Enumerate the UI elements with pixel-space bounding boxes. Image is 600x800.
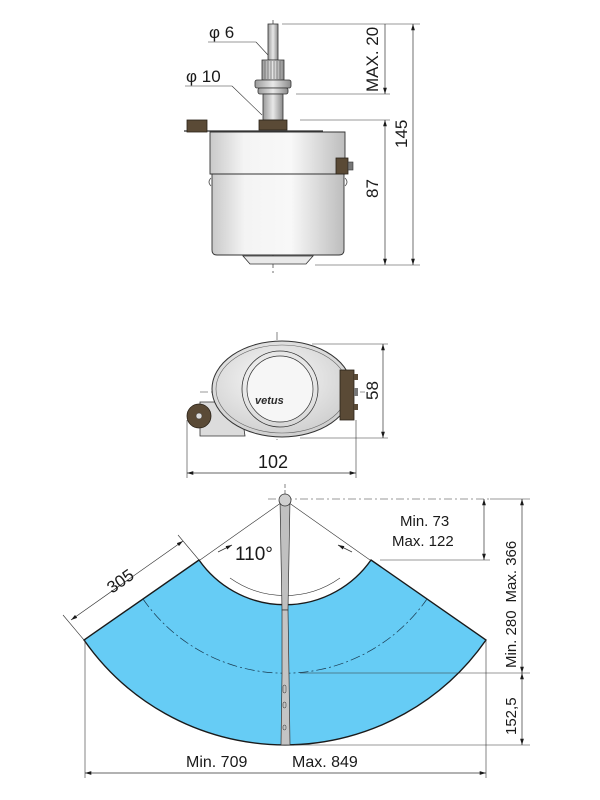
wiper-sweep-view: 110° 305 Min. 73 Max. 122 Min. 280Max. 3… <box>62 484 530 778</box>
motor-top-view: vetus 58 102 <box>186 332 388 478</box>
washer <box>254 79 292 89</box>
vetus-logo: vetus <box>255 395 284 407</box>
width-min-label: Min. 709 <box>186 754 247 771</box>
blade-length-label: 305 <box>103 565 137 597</box>
pivot-offset-min-label: Min. 73 <box>400 513 449 530</box>
angle-label: 110° <box>235 544 273 565</box>
left-bracket <box>186 119 208 133</box>
pivot-offset-max-label: Max. 122 <box>392 533 454 550</box>
motor-lower-body <box>211 173 345 256</box>
width-max-label: Max. 849 <box>292 754 358 771</box>
wiper-pivot <box>278 493 292 507</box>
depth-label: 58 <box>363 381 382 400</box>
spindle <box>262 93 284 121</box>
body-height-label: 87 <box>363 179 382 198</box>
spindle-base <box>258 119 288 131</box>
wiper-blade <box>280 609 291 746</box>
sweep-height-label: Min. 280Max. 366 <box>503 541 520 668</box>
shaft-length-label: MAX. 20 <box>363 27 382 92</box>
side-connector <box>335 157 349 175</box>
total-height-label: 145 <box>392 120 411 148</box>
bottom-offset-label: 152,5 <box>503 697 520 735</box>
motor-side-view: φ 6 φ 10 MAX. 20 87 145 <box>184 20 420 275</box>
top-connector <box>339 369 355 421</box>
motor-upper-body <box>209 131 346 175</box>
shaft <box>267 23 279 61</box>
wiper-arm <box>279 499 291 611</box>
width-label: 102 <box>258 452 288 472</box>
shaft-diameter-label: φ 6 <box>209 23 234 42</box>
spindle-diameter-label: φ 10 <box>186 67 221 86</box>
